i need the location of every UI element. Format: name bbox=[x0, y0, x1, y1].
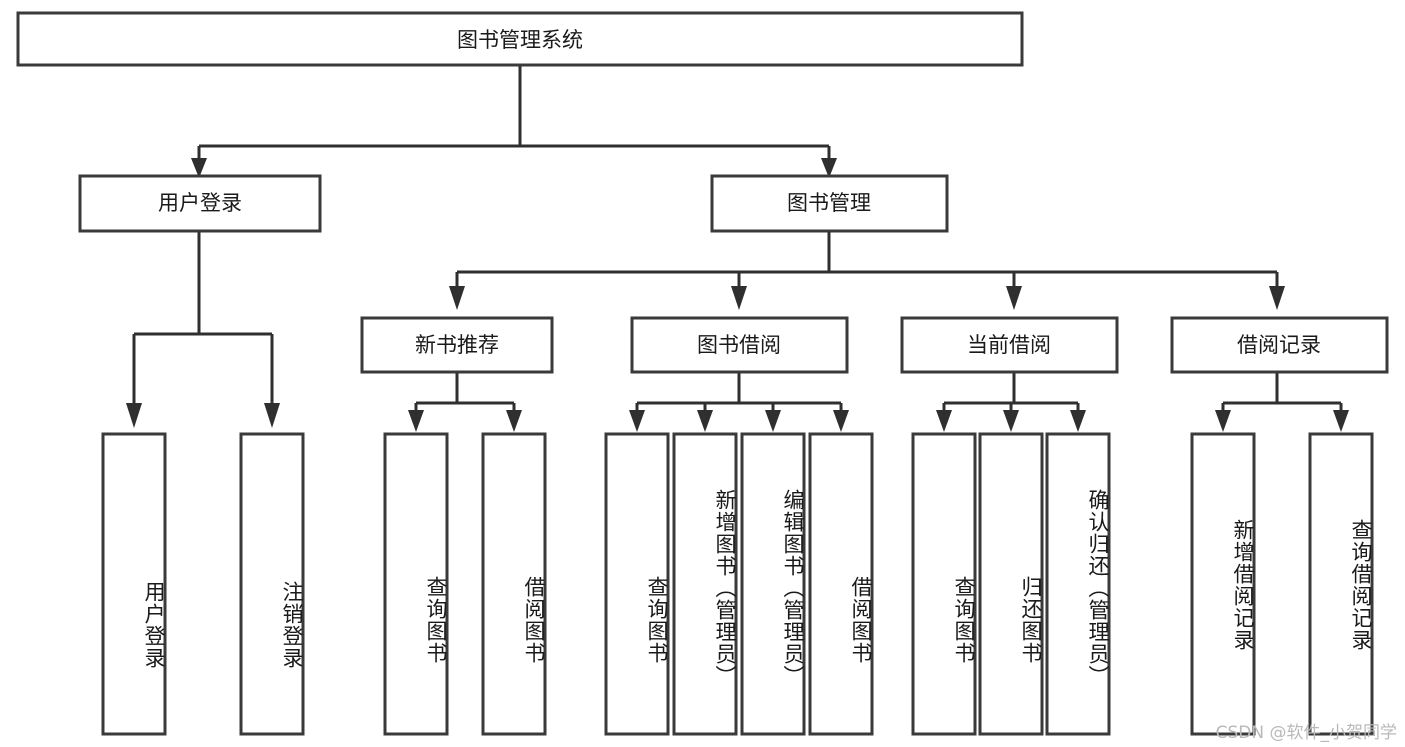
leaf-box-add-record[interactable] bbox=[1190, 432, 1256, 736]
leaf-box-query-book-1[interactable] bbox=[383, 432, 449, 736]
leaf-box-query-record[interactable] bbox=[1308, 432, 1374, 736]
node-current-borrow[interactable]: 当前借阅 bbox=[900, 316, 1119, 374]
arrow-to-leaf-query-record bbox=[1333, 410, 1349, 432]
leaf-box-borrow-book-2[interactable] bbox=[808, 432, 874, 736]
node-book-borrow-label: 图书借阅 bbox=[697, 333, 781, 357]
arrow-to-leaf-add-record bbox=[1215, 410, 1231, 432]
node-new-book-rec-box[interactable] bbox=[360, 316, 554, 374]
node-book-borrow-box[interactable] bbox=[630, 316, 849, 374]
leaf-group-current-borrow bbox=[911, 432, 1111, 736]
node-book-borrow[interactable]: 图书借阅 bbox=[630, 316, 849, 374]
arrow-to-leaf-borrow-book-2 bbox=[833, 410, 849, 432]
arrow-to-leaf-query-book-3 bbox=[936, 410, 952, 432]
arrow-to-leaf-query-book-1 bbox=[408, 410, 424, 432]
leaf-box-user-login[interactable] bbox=[101, 432, 167, 736]
arrow-to-current-borrow bbox=[1006, 286, 1022, 310]
leaf-box-add-book[interactable] bbox=[672, 432, 738, 736]
node-root-box[interactable] bbox=[16, 11, 1024, 67]
node-current-borrow-box[interactable] bbox=[900, 316, 1119, 374]
node-book-manage[interactable]: 图书管理 bbox=[710, 174, 949, 233]
node-current-borrow-label: 当前借阅 bbox=[967, 333, 1051, 357]
arrow-to-leaf-return-book bbox=[1003, 410, 1019, 432]
arrow-to-leaf-query-book-2 bbox=[629, 410, 645, 432]
leaf-group-borrow-record bbox=[1190, 432, 1374, 736]
leaf-box-borrow-book-1[interactable] bbox=[481, 432, 547, 736]
arrow-to-leaf-user-logout bbox=[264, 403, 280, 428]
node-borrow-record-label: 借阅记录 bbox=[1237, 333, 1321, 357]
node-book-manage-label: 图书管理 bbox=[787, 191, 871, 215]
node-borrow-record-box[interactable] bbox=[1170, 316, 1389, 374]
arrow-to-book-manage bbox=[821, 158, 837, 178]
connector-group-borrow-record bbox=[1215, 372, 1349, 432]
connector-group-new-book-rec bbox=[408, 372, 522, 432]
arrow-to-leaf-add-book bbox=[697, 410, 713, 432]
leaf-box-query-book-2[interactable] bbox=[604, 432, 670, 736]
node-root[interactable]: 图书管理系统 bbox=[16, 11, 1024, 67]
leaf-group-book-borrow bbox=[604, 432, 874, 736]
arrow-to-leaf-user-login bbox=[126, 403, 142, 428]
csdn-watermark: CSDN @软件_小贺同学 bbox=[1215, 723, 1397, 743]
leaf-box-user-logout[interactable] bbox=[239, 432, 305, 736]
leaf-group-user-login bbox=[101, 432, 305, 736]
node-borrow-record[interactable]: 借阅记录 bbox=[1170, 316, 1389, 374]
node-new-book-rec-label: 新书推荐 bbox=[415, 333, 499, 357]
arrow-to-new-book-rec bbox=[449, 286, 465, 310]
node-book-manage-box[interactable] bbox=[710, 174, 949, 233]
arrow-to-leaf-edit-book bbox=[765, 410, 781, 432]
node-user-login[interactable]: 用户登录 bbox=[78, 174, 322, 233]
leaf-box-edit-book[interactable] bbox=[740, 432, 806, 736]
node-root-label: 图书管理系统 bbox=[457, 28, 583, 52]
connector-group-current-borrow bbox=[936, 372, 1086, 432]
leaf-box-query-book-3[interactable] bbox=[911, 432, 977, 736]
arrow-to-user-login bbox=[191, 158, 207, 178]
connector-group-book-manage bbox=[449, 231, 1285, 310]
node-user-login-label: 用户登录 bbox=[158, 191, 242, 215]
connector-group-user-login bbox=[126, 231, 280, 428]
arrow-to-borrow-record bbox=[1269, 286, 1285, 310]
leaf-box-confirm-return[interactable] bbox=[1045, 432, 1111, 736]
connector-group-root bbox=[191, 65, 837, 178]
arrow-to-leaf-confirm-return bbox=[1070, 410, 1086, 432]
leaf-box-return-book[interactable] bbox=[978, 432, 1044, 736]
leaf-group-new-book-rec bbox=[383, 432, 547, 736]
node-user-login-box[interactable] bbox=[78, 174, 322, 233]
node-new-book-rec[interactable]: 新书推荐 bbox=[360, 316, 554, 374]
arrow-to-leaf-borrow-book-1 bbox=[506, 410, 522, 432]
connector-group-book-borrow bbox=[629, 372, 849, 432]
arrow-to-book-borrow bbox=[731, 286, 747, 310]
